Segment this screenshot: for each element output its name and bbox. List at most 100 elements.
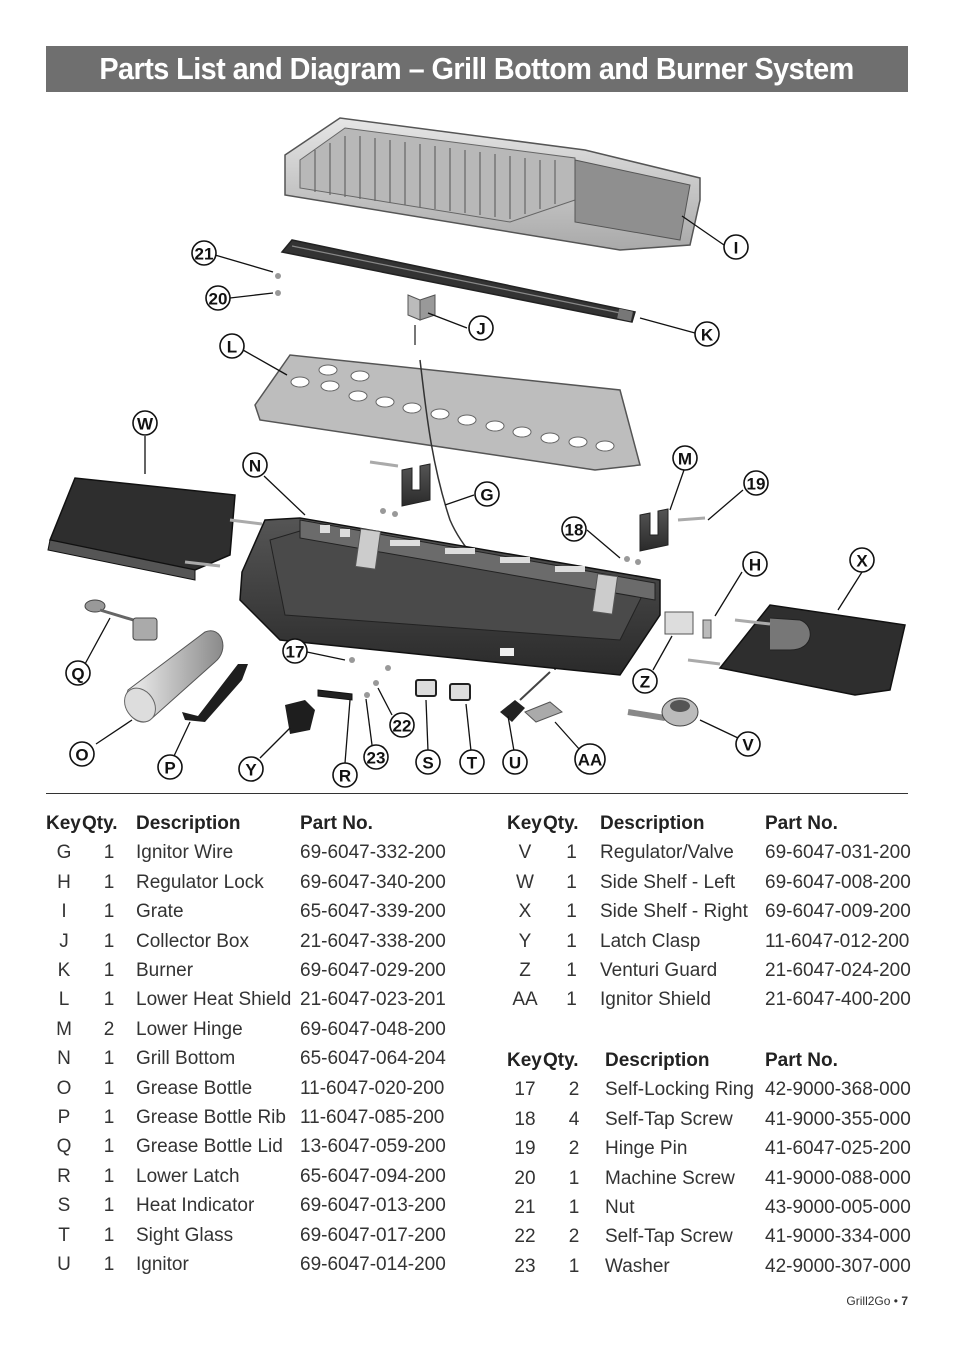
side-shelf-right-part [687,604,906,696]
side-shelf-left-part [47,477,263,581]
header-key: Key [507,1050,542,1071]
cell-qty: 1 [568,1255,580,1277]
svg-text:P: P [164,759,175,778]
ignitor-and-shield [500,671,563,723]
heat-indicator-and-sight-glass [415,679,471,701]
cell-part-no: 43-9000-005-000 [765,1197,911,1219]
callouts: 21 20 L J K I W N G M 19 18 H X Q 17 Z O… [65,234,875,788]
cell-description: Machine Screw [605,1167,735,1189]
svg-text:Z: Z [640,673,650,692]
cell-key: S [57,1195,71,1217]
cell-description: Grill Bottom [136,1048,236,1070]
cell-key: M [56,1018,72,1040]
header-description: Description [136,813,241,834]
cell-description: Washer [605,1255,670,1277]
header-part-no: Part No. [300,813,373,834]
cell-description: Side Shelf - Left [600,871,736,893]
cell-qty: 1 [103,901,115,923]
table-header-row: Key Qty. Description Part No. [507,1046,911,1075]
cell-description: Lower Hinge [136,1018,243,1040]
svg-text:N: N [249,457,261,476]
cell-key: L [58,989,70,1011]
cell-key: 22 [514,1226,536,1248]
cell-qty: 2 [103,1018,115,1040]
lower-latch-part [317,689,353,701]
cell-key: N [57,1048,71,1070]
cell-key: 21 [514,1197,536,1219]
cell-description: Hinge Pin [605,1138,688,1160]
collector-box-part [407,294,436,345]
cell-part-no: 69-6047-029-200 [300,960,446,982]
callout-23: 23 [363,744,389,770]
cell-description: Grease Bottle Rib [136,1107,286,1129]
cell-part-no: 69-6047-009-200 [765,901,911,923]
svg-text:AA: AA [578,751,603,770]
cell-key: 19 [514,1138,536,1160]
lower-hinge-parts [369,460,706,552]
svg-text:O: O [75,746,88,765]
cell-key: 18 [514,1108,536,1130]
svg-text:17: 17 [286,643,305,662]
svg-text:21: 21 [195,245,214,264]
diagram-svg: 21 20 L J K I W N G M 19 18 H X Q 17 Z O… [47,117,906,788]
cell-qty: 1 [103,1165,115,1187]
callout-Z: Z [632,668,658,694]
cell-key: O [56,1077,72,1099]
cell-key: 17 [514,1079,536,1101]
cell-description: Grease Bottle Lid [136,1136,283,1158]
cell-description: Burner [136,960,194,982]
cell-key: P [57,1107,71,1129]
callout-H: H [742,551,768,577]
burner-part [280,239,636,323]
exploded-parts-diagram: 21 20 L J K I W N G M 19 18 H X Q 17 Z O… [0,100,954,790]
header-qty: Qty. [543,1050,579,1071]
cell-key: T [58,1224,70,1246]
callout-W: W [132,410,158,436]
cell-description: Side Shelf - Right [600,901,748,923]
callout-19: 19 [743,470,769,496]
cell-qty: 1 [103,871,115,893]
cell-part-no: 65-6047-064-204 [300,1048,446,1070]
cell-qty: 1 [103,1107,115,1129]
header-qty: Qty. [82,813,118,834]
cell-description: Self-Tap Screw [605,1226,733,1248]
callout-20: 20 [205,285,231,311]
svg-text:20: 20 [209,290,228,309]
cell-key: X [518,901,532,923]
callout-17: 17 [282,638,308,664]
cell-part-no: 69-6047-332-200 [300,842,446,864]
cell-part-no: 69-6047-048-200 [300,1018,446,1040]
svg-text:L: L [227,338,237,357]
svg-text:R: R [339,767,351,786]
cell-key: J [59,930,69,952]
footer-brand: Grill2Go • [846,1294,898,1308]
callout-V: V [735,731,761,757]
cell-description: Self-Locking Ring [605,1079,754,1101]
callout-I: I [723,234,749,260]
cell-description: Lower Heat Shield [136,989,292,1011]
cell-qty: 1 [566,871,577,893]
header-part-no: Part No. [765,813,838,834]
grease-bottle-parts [84,599,224,723]
callout-22: 22 [389,712,415,738]
callout-N: N [242,452,268,478]
cell-part-no: 69-6047-017-200 [300,1224,446,1246]
